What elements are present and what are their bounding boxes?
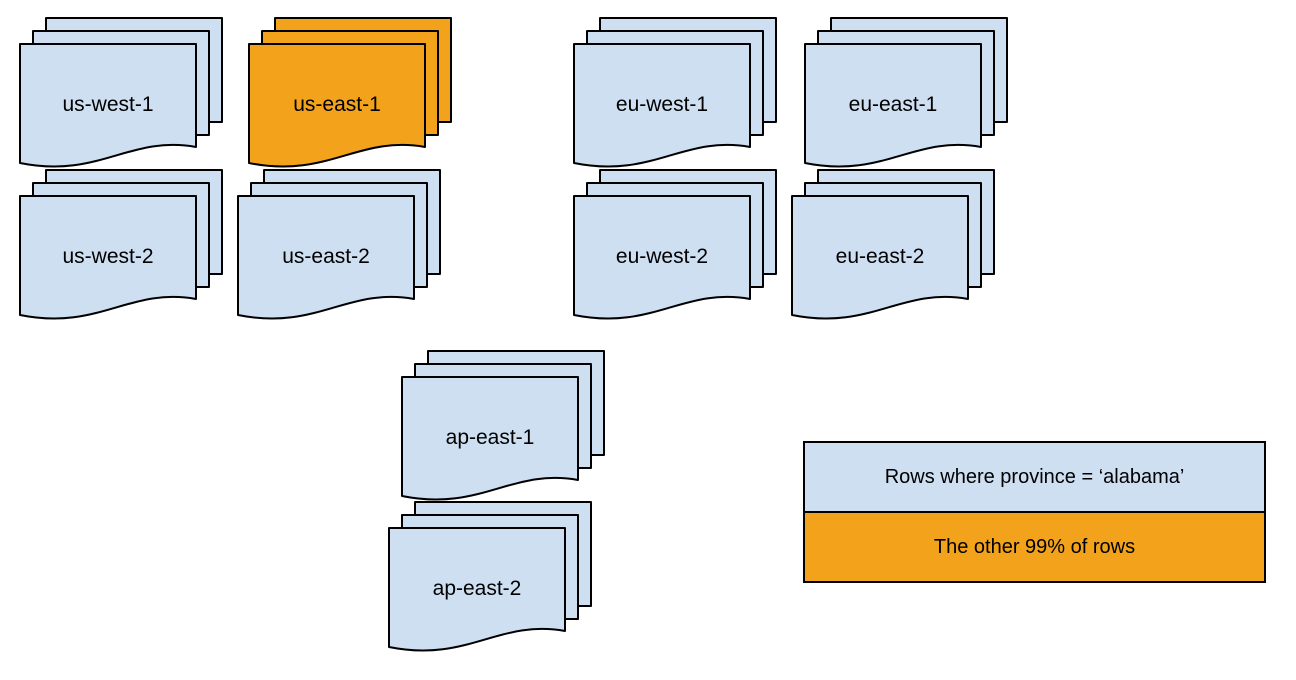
document-stack-shape: eu-west-2 bbox=[573, 169, 777, 320]
front-document bbox=[248, 43, 426, 168]
document-stack-shape: us-east-1 bbox=[248, 17, 452, 168]
stack-label: ap-east-1 bbox=[446, 426, 535, 449]
doc-stack-eu-east-1: eu-east-1 bbox=[804, 17, 1010, 177]
doc-stack-us-west-1: us-west-1 bbox=[19, 17, 225, 177]
doc-stack-us-west-2: us-west-2 bbox=[19, 169, 225, 329]
legend-item-other-rows: The other 99% of rows bbox=[805, 511, 1264, 581]
stack-label: us-west-1 bbox=[62, 93, 153, 116]
doc-stack-ap-east-2: ap-east-2 bbox=[388, 501, 594, 661]
document-stack-shape: eu-east-1 bbox=[804, 17, 1008, 168]
doc-stack-eu-west-1: eu-west-1 bbox=[573, 17, 779, 177]
document-stack-shape: eu-west-1 bbox=[573, 17, 777, 168]
front-document bbox=[237, 195, 415, 320]
front-document bbox=[573, 43, 751, 168]
front-document bbox=[791, 195, 969, 320]
document-stack-shape: us-west-1 bbox=[19, 17, 223, 168]
front-document bbox=[401, 376, 579, 501]
stack-label: eu-west-2 bbox=[616, 245, 708, 268]
stack-label: us-east-2 bbox=[282, 245, 370, 268]
doc-stack-eu-west-2: eu-west-2 bbox=[573, 169, 779, 329]
legend-item-label: The other 99% of rows bbox=[933, 535, 1136, 558]
stack-label: us-east-1 bbox=[293, 93, 381, 116]
front-document bbox=[573, 195, 751, 320]
front-document bbox=[19, 195, 197, 320]
front-document bbox=[19, 43, 197, 168]
doc-stack-eu-east-2: eu-east-2 bbox=[791, 169, 997, 329]
document-stack-shape: ap-east-2 bbox=[388, 501, 592, 652]
doc-stack-ap-east-1: ap-east-1 bbox=[401, 350, 607, 510]
stack-label: eu-east-1 bbox=[849, 93, 938, 116]
legend-item-label: Rows where province = ‘alabama’ bbox=[884, 465, 1185, 488]
stack-label: eu-east-2 bbox=[836, 245, 925, 268]
legend: Rows where province = ‘alabama’ The othe… bbox=[803, 441, 1266, 583]
doc-stack-us-east-2: us-east-2 bbox=[237, 169, 443, 329]
front-document bbox=[804, 43, 982, 168]
document-stack-shape: us-east-2 bbox=[237, 169, 441, 320]
stack-label: ap-east-2 bbox=[433, 577, 522, 600]
document-stack-shape: us-west-2 bbox=[19, 169, 223, 320]
document-stack-shape: eu-east-2 bbox=[791, 169, 995, 320]
stack-label: us-west-2 bbox=[62, 245, 153, 268]
front-document bbox=[388, 527, 566, 652]
stack-label: eu-west-1 bbox=[616, 93, 708, 116]
doc-stack-us-east-1: us-east-1 bbox=[248, 17, 454, 177]
legend-item-alabama-rows: Rows where province = ‘alabama’ bbox=[805, 443, 1264, 511]
document-stack-shape: ap-east-1 bbox=[401, 350, 605, 501]
